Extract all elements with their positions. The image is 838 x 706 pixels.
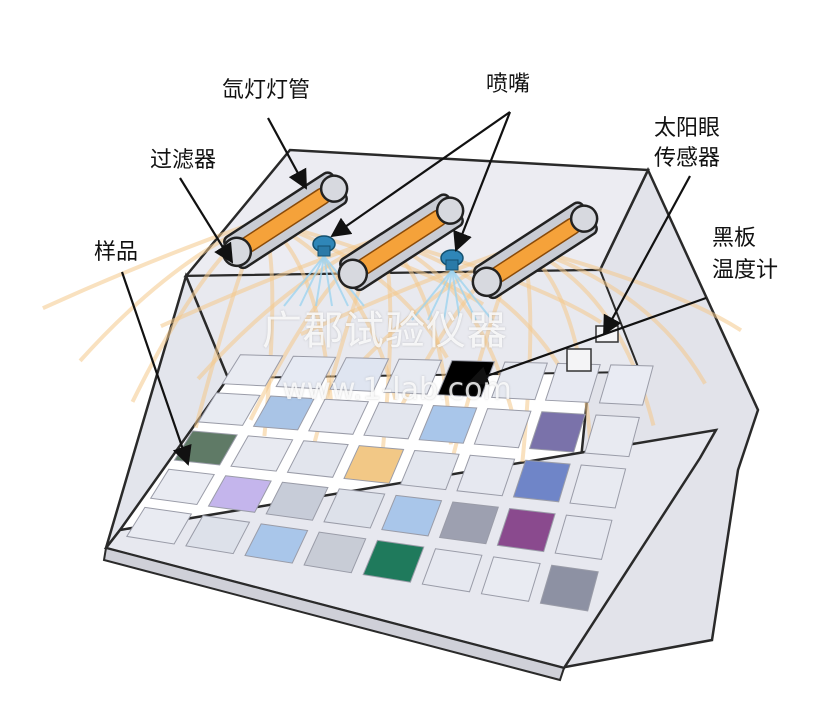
label-sun-eye-line2: 传感器 [654, 146, 721, 171]
label-black-panel-line1: 黑板 [712, 226, 757, 251]
sample-grid [125, 354, 654, 612]
sample-panel [362, 539, 425, 583]
xenon-tube-arrow [267, 117, 307, 190]
spray-line [427, 269, 453, 321]
sample-panel [286, 440, 349, 478]
label-xenon-tube: 氙灯灯管 [222, 78, 311, 103]
sample-panel [363, 401, 424, 440]
sample-panel [125, 506, 193, 545]
sample-panel [496, 507, 556, 553]
spray-line [451, 269, 477, 321]
light-ray [42, 218, 263, 311]
sample-panel [265, 481, 329, 521]
black-panel-thermometer [566, 348, 592, 372]
nozzle-arrow-2 [453, 111, 512, 252]
sample-panel [598, 364, 654, 406]
sample-panel [230, 435, 294, 472]
sample-panel [308, 398, 370, 435]
tray-front-edge [102, 546, 566, 682]
sample-panel [456, 454, 516, 497]
sample-panel [323, 488, 386, 529]
sample-panel [399, 449, 460, 491]
light-ray [160, 236, 381, 329]
label-black-panel-line2: 温度计 [712, 258, 779, 283]
sample-arrow [120, 271, 192, 466]
sample-panel [221, 354, 284, 387]
sample-panel [539, 564, 599, 612]
sample-panel [207, 475, 272, 513]
sample-panel [197, 392, 261, 426]
spray-line [323, 255, 333, 307]
spray-line [451, 269, 493, 321]
sample-panel [512, 459, 571, 503]
sample-panel [584, 414, 640, 458]
sample-panel [418, 404, 478, 444]
spray-line [283, 255, 325, 307]
sun-eye-arrow [603, 175, 691, 336]
nozzle-arrow-1 [330, 111, 511, 238]
sample-panel [343, 445, 405, 484]
sample-panel [473, 408, 532, 449]
sample-panel [554, 514, 613, 560]
label-sun-eye-line1: 太阳眼 [654, 116, 721, 141]
label-filter: 过滤器 [150, 148, 217, 173]
sample-panel [490, 361, 548, 401]
sample-panel [244, 523, 309, 564]
sample-panel [303, 531, 367, 574]
sample-panel [329, 357, 390, 392]
spray-line [443, 269, 453, 321]
black-panel-arrow [468, 296, 707, 386]
sample-panel [421, 548, 483, 593]
watermark-title: 广郡试验仪器 [262, 308, 508, 354]
sample-panel [383, 358, 443, 395]
spray-line [315, 255, 325, 307]
nozzle-2 [440, 249, 464, 271]
label-nozzle: 喷嘴 [486, 72, 531, 97]
water-spray [283, 255, 493, 321]
sample-panel [275, 355, 337, 390]
spray-line [299, 255, 325, 307]
sample-panel [252, 395, 315, 431]
spray-line [323, 255, 349, 307]
spray-line [451, 269, 461, 321]
watermark-url: www.1-lab.com [282, 372, 512, 407]
sample-panel [569, 464, 627, 509]
sample-panel [149, 468, 216, 506]
xenon-lamp-2 [337, 193, 465, 292]
xenon-lamp-3 [471, 201, 599, 300]
nozzle-1 [312, 235, 336, 257]
sample-panel [185, 515, 251, 555]
sample-panel [528, 411, 586, 453]
sample-panel [381, 494, 443, 537]
sample-panel [438, 501, 499, 545]
label-sample: 样品 [94, 240, 139, 265]
spray-line [411, 269, 453, 321]
filter-arrow [179, 177, 234, 264]
sample-panel [480, 556, 541, 602]
